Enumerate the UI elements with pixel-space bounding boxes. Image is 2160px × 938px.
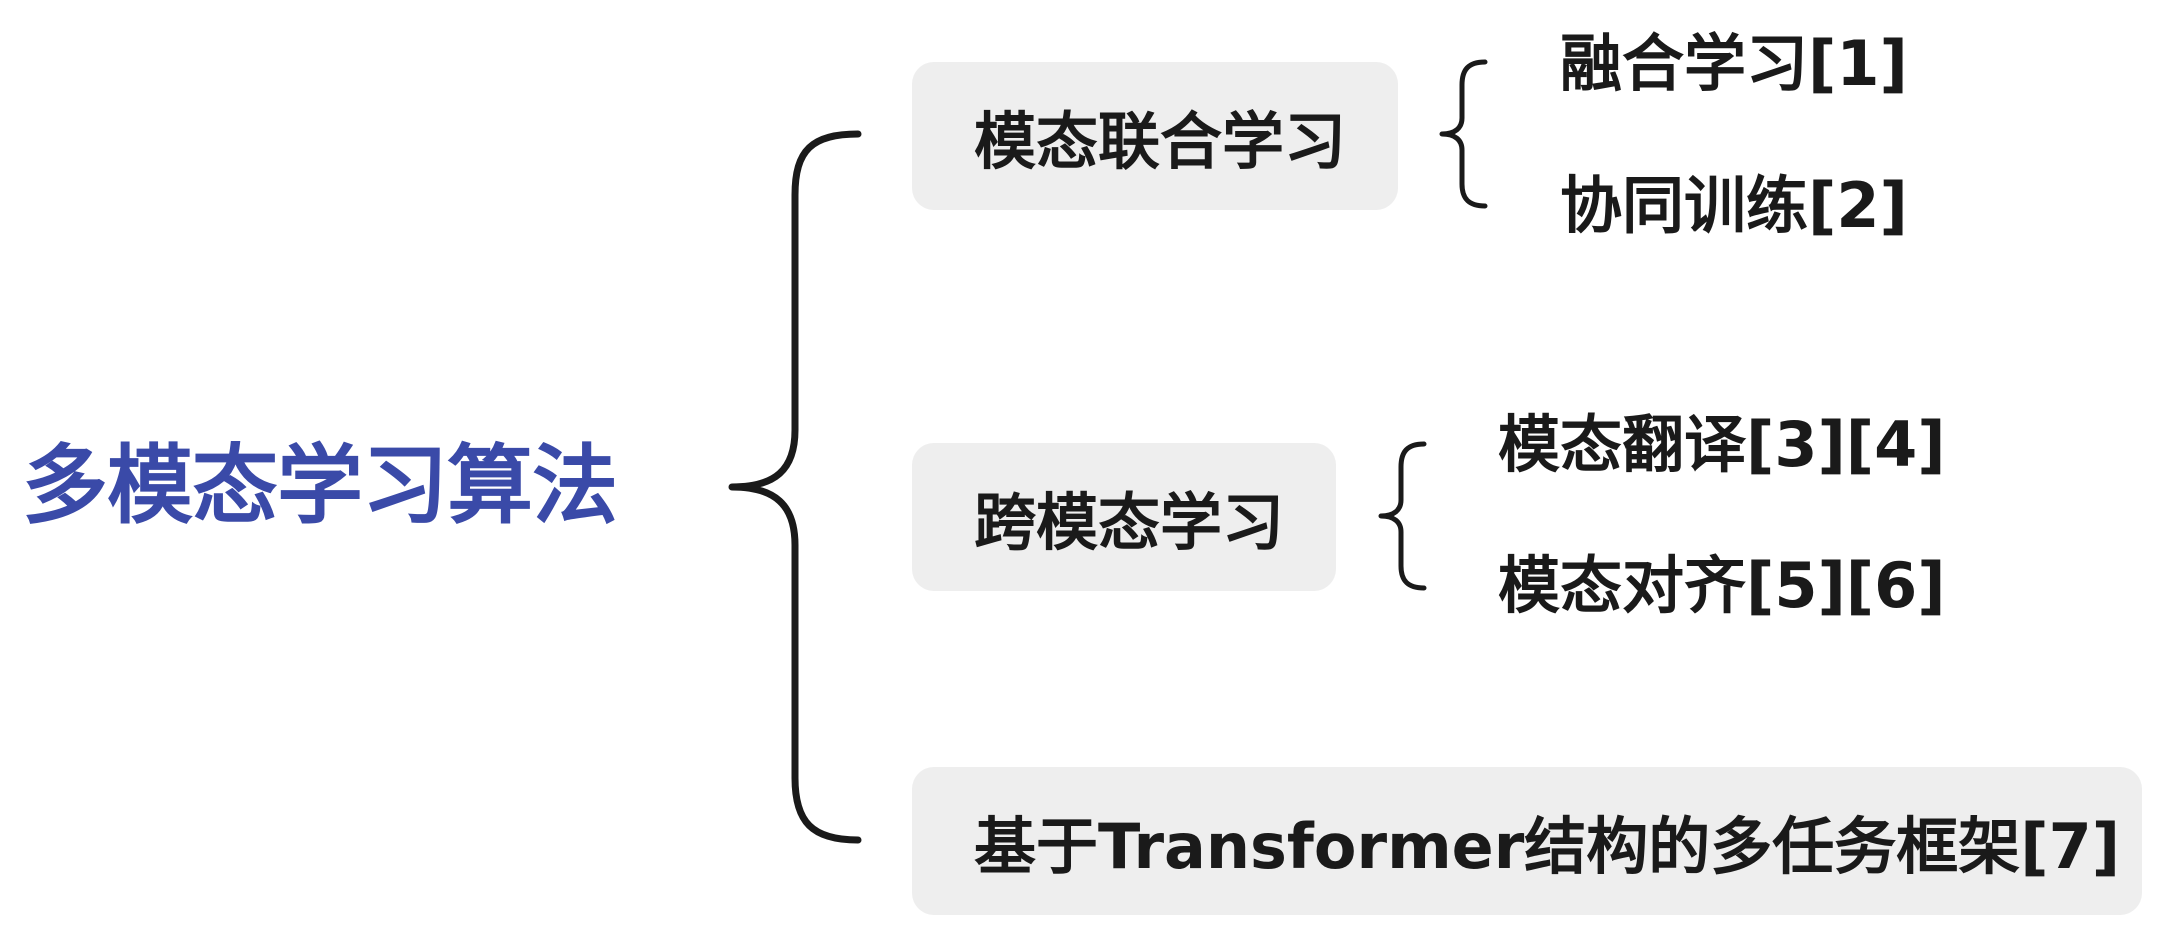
root-title: 多模态学习算法 <box>22 436 618 536</box>
leaf-modal-translation: 模态翻译[3][4] <box>1498 408 1946 481</box>
branch-label: 基于Transformer结构的多任务框架[7] <box>974 810 2121 883</box>
branch-1-brace <box>1439 59 1488 209</box>
branch-2-brace <box>1378 441 1427 591</box>
branch-box-cross-modal-learning: 跨模态学习 <box>912 443 1336 591</box>
branch-label: 跨模态学习 <box>974 486 1285 559</box>
branch-label: 模态联合学习 <box>974 105 1347 178</box>
leaf-modal-alignment: 模态对齐[5][6] <box>1498 549 1946 622</box>
branch-box-transformer-multitask: 基于Transformer结构的多任务框架[7] <box>912 767 2142 915</box>
main-brace <box>728 130 862 844</box>
branch-box-modal-joint-learning: 模态联合学习 <box>912 62 1398 210</box>
leaf-co-training: 协同训练[2] <box>1560 169 1908 242</box>
leaf-fusion-learning: 融合学习[1] <box>1560 27 1908 100</box>
